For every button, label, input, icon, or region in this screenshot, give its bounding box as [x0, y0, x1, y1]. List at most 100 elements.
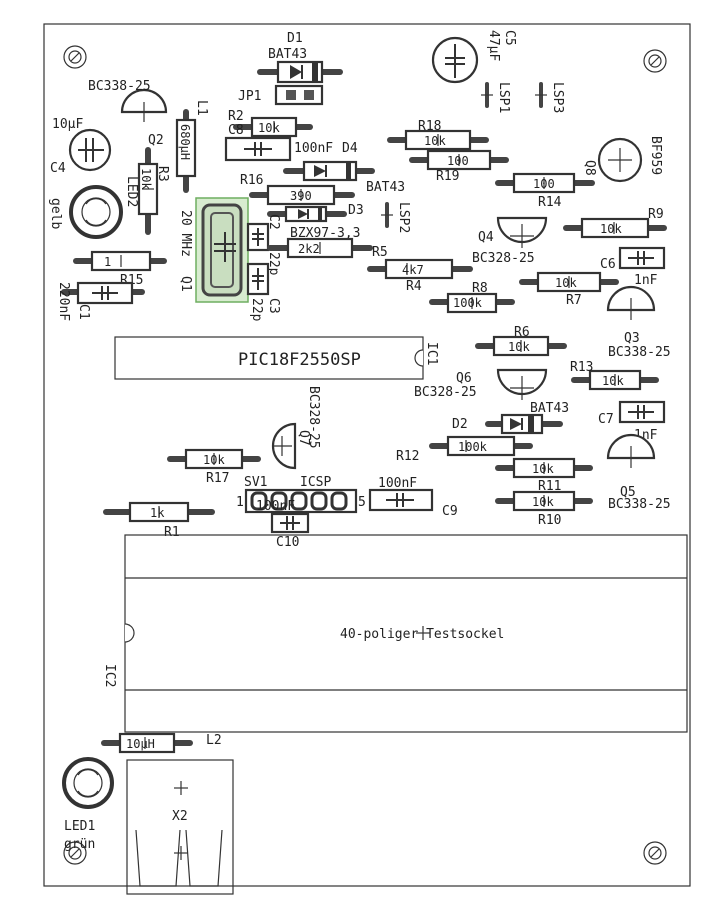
- q2-ref: Q2: [148, 133, 164, 148]
- r7-value: 10k: [555, 276, 577, 290]
- resistor-r7: 10k R7: [519, 271, 619, 308]
- board-outline: [43, 23, 691, 887]
- sv1-pin1: 1: [236, 495, 244, 510]
- jumper-jp1: JP1: [238, 84, 324, 106]
- resistor-r3: R3 10k: [137, 147, 170, 235]
- sv1-ref: SV1: [244, 475, 267, 490]
- d1-ref: D1: [287, 31, 303, 46]
- c6-ref: C6: [600, 257, 616, 272]
- transistor-q2: BC338-25 Q2: [88, 79, 168, 148]
- r14-value: 100: [533, 177, 555, 191]
- r9-ref: R9: [648, 207, 664, 222]
- resistor-r11: 10k R11: [495, 457, 593, 494]
- resistor-r14: 100 R14: [495, 172, 595, 210]
- capacitor-c6: C6 1nF: [600, 246, 666, 288]
- inductor-l2: 10µH L2: [101, 732, 222, 754]
- resistor-r1: 1k R1: [103, 501, 215, 540]
- r14-ref: R14: [538, 195, 562, 210]
- c5-ref: C5: [502, 30, 517, 46]
- c7-ref: C7: [598, 412, 614, 427]
- jp1-ref: JP1: [238, 89, 261, 104]
- mounting-hole-tr: [643, 49, 667, 73]
- transistor-q3: Q3 BC338-25: [606, 285, 671, 360]
- l1-value: 680µH: [178, 124, 192, 160]
- d3-value: BZX97-3,3: [290, 226, 360, 241]
- c2-ref: C2: [266, 214, 281, 230]
- r4-value: 4k7: [402, 263, 424, 277]
- connector-x2: X2: [126, 759, 234, 895]
- ic1-ref: IC1: [424, 342, 439, 365]
- diode-d3: D3 BZX97-3,3: [267, 203, 364, 241]
- mounting-hole-br: [643, 841, 667, 865]
- r18-value: 10k: [424, 134, 446, 148]
- mounting-hole-tl: [63, 45, 87, 69]
- resistor-r10: 10k R10: [495, 490, 593, 528]
- c10-ref: C10: [276, 535, 299, 550]
- capacitor-c9: 100nF C9: [368, 476, 458, 519]
- led1-ref: LED1: [64, 819, 95, 834]
- c9-value: 100nF: [378, 476, 417, 491]
- c8-value: 100nF: [294, 141, 333, 156]
- c8-ref: C8: [228, 123, 244, 138]
- resistor-r8: R8 100k: [429, 281, 515, 314]
- led-led2: LED2 gelb: [48, 176, 139, 239]
- r16-value: 390: [290, 189, 312, 203]
- r13-value: 10k: [602, 374, 624, 388]
- c9-ref: C9: [442, 504, 458, 519]
- c5-value: 47µF: [486, 30, 501, 61]
- r18-ref: R18: [418, 119, 441, 134]
- d2-value: BAT43: [530, 401, 569, 416]
- r11-value: 10k: [532, 462, 554, 476]
- transistor-q7: Q7 BC328-25: [271, 386, 321, 470]
- r7-ref: R7: [566, 293, 582, 308]
- ic2-ref: IC2: [102, 664, 117, 687]
- transistor-q8: BF959 Q8: [582, 136, 663, 183]
- r17-ref: R17: [206, 471, 229, 486]
- r1-ref: R1: [164, 525, 180, 540]
- q4-ref: Q4: [478, 230, 494, 245]
- capacitor-c3: C3 22p: [246, 262, 281, 322]
- q8-value: BF959: [648, 136, 663, 175]
- r3-ref: R3: [155, 166, 170, 182]
- r17-value: 10k: [203, 453, 225, 467]
- q3-ref: Q3: [624, 331, 640, 346]
- resistor-r16: R16 390: [240, 173, 355, 206]
- q5-ref: Q5: [620, 485, 636, 500]
- r10-ref: R10: [538, 513, 561, 528]
- r5-ref: R5: [372, 245, 388, 260]
- diode-d4: BAT43: [283, 160, 405, 195]
- ic-ic1: PIC18F2550SP IC1: [114, 336, 439, 380]
- d4-ref: D4: [342, 141, 358, 156]
- solder-pad-lsp3: LSP3: [535, 82, 565, 113]
- r16-ref: R16: [240, 173, 263, 188]
- capacitor-c4: 10µF C4: [50, 117, 112, 176]
- lsp1-ref: LSP1: [496, 82, 511, 113]
- capacitor-c5: C5 47µF: [431, 30, 517, 84]
- resistor-r18: R18 10k: [387, 119, 489, 151]
- lsp3-ref: LSP3: [550, 82, 565, 113]
- transistor-q5: Q5 BC338-25: [606, 433, 671, 512]
- d3-ref: D3: [348, 203, 364, 218]
- c3-ref: C3: [266, 298, 281, 314]
- resistor-r17: 10k R17: [167, 448, 261, 486]
- ic-socket-ic2: 40-poliger Testsockel IC2: [102, 534, 688, 733]
- r13-ref: R13: [570, 360, 593, 375]
- transistor-q6: Q6 BC328-25: [414, 368, 548, 400]
- c1-value: 220nF: [56, 282, 71, 321]
- q5-value: BC338-25: [608, 497, 671, 512]
- q6-value: BC328-25: [414, 385, 477, 400]
- r6-ref: R6: [514, 325, 530, 340]
- capacitor-c10: 100nF C10: [256, 499, 310, 550]
- x2-ref: X2: [172, 809, 188, 824]
- solder-pad-lsp2: LSP2: [381, 202, 411, 233]
- capacitor-c1: C1 220nF: [56, 281, 145, 321]
- led2-color: gelb: [48, 198, 63, 229]
- r10-value: 10k: [532, 495, 554, 509]
- inductor-l1: 680µH L1: [175, 100, 209, 193]
- q4-value: BC328-25: [472, 251, 535, 266]
- mounting-hole-bl: [63, 841, 87, 865]
- led-led1: LED1 grün: [62, 757, 114, 852]
- diode-d1: D1 BAT43: [257, 31, 343, 84]
- resistor-r4: 4k7 R4: [367, 258, 473, 294]
